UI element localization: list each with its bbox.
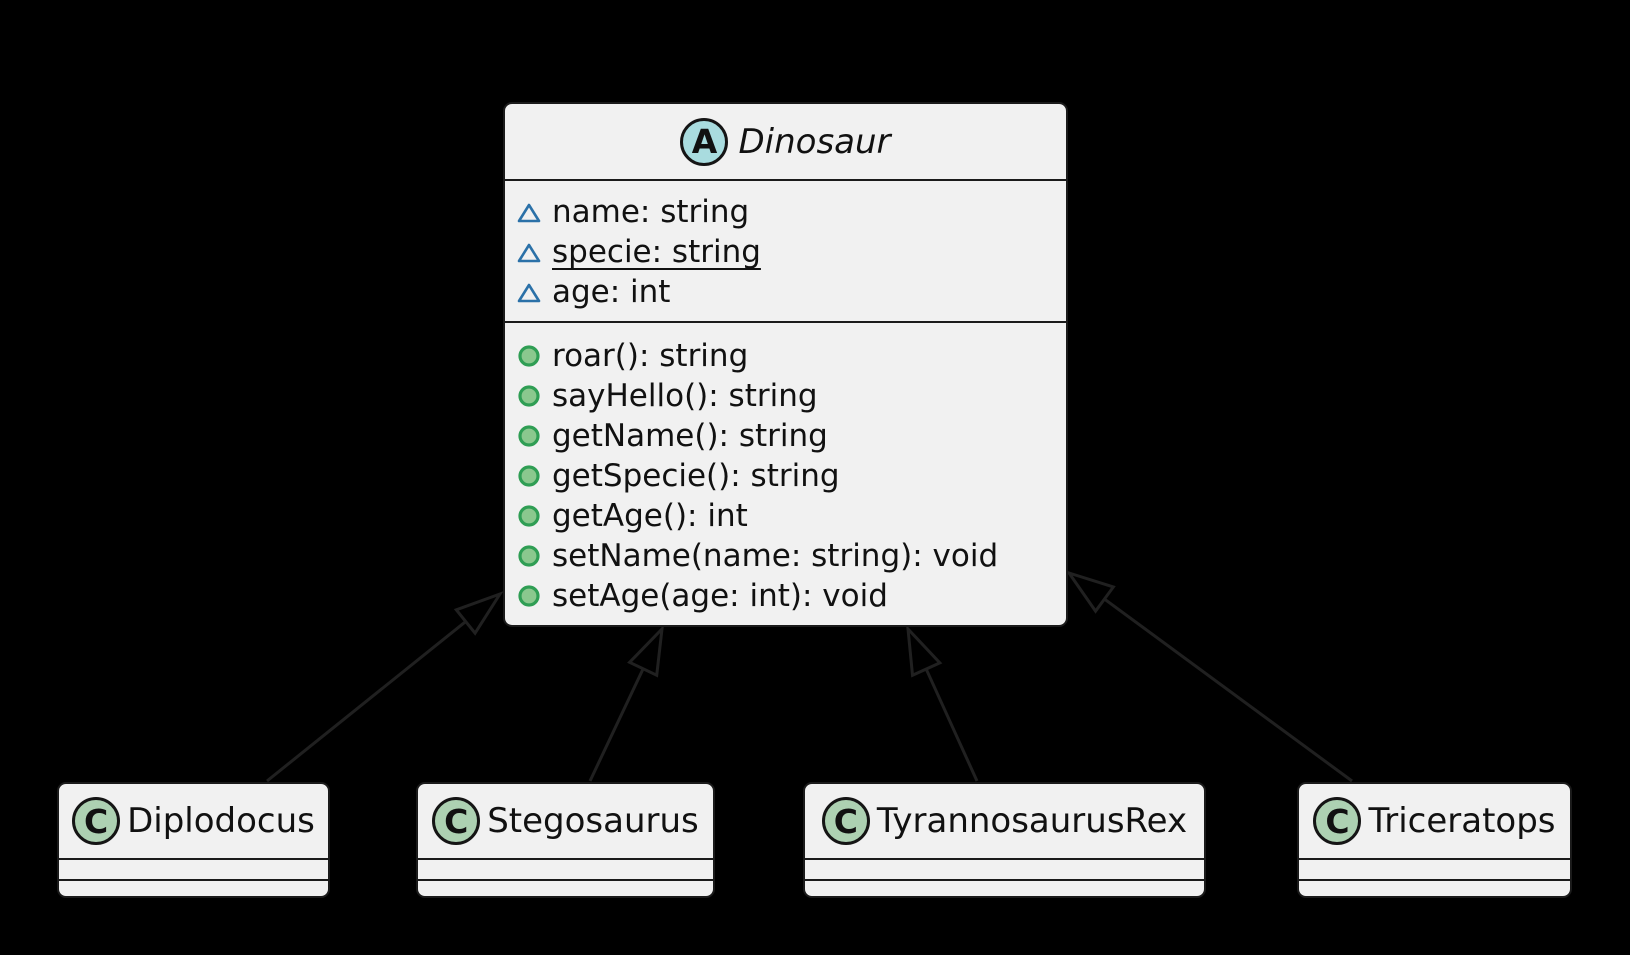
method-text: sayHello(): string: [552, 378, 818, 414]
method-row: getName(): string: [505, 416, 1066, 456]
class-header-diplodocus: C Diplodocus: [59, 784, 328, 860]
inheritance-arrowhead-icon: [627, 624, 664, 678]
public-method-circle-icon: [518, 425, 540, 447]
class-header-tyrannosaurusrex: C TyrannosaurusRex: [805, 784, 1204, 860]
public-method-circle-icon: [518, 465, 540, 487]
field-row: name: string: [505, 192, 1066, 232]
field-text-static: specie: string: [552, 234, 761, 270]
methods-section: roar(): string sayHello(): string getNam…: [505, 323, 1066, 616]
class-box-diplodocus: C Diplodocus: [57, 782, 330, 898]
class-title-dinosaur: Dinosaur: [738, 121, 891, 162]
class-header-triceratops: C Triceratops: [1299, 784, 1570, 860]
inheritance-arrowhead-icon: [453, 591, 504, 636]
inheritance-edge-line: [924, 668, 979, 782]
method-row: sayHello(): string: [505, 376, 1066, 416]
public-method-circle-icon: [518, 585, 540, 607]
empty-methods-section: [59, 881, 328, 900]
class-badge-icon: C: [72, 797, 121, 845]
inheritance-edge-line: [588, 668, 645, 782]
fields-section: name: string specie: string age: int: [505, 181, 1066, 323]
protected-field-triangle-icon: [517, 283, 541, 302]
abstract-badge-icon: A: [680, 117, 729, 166]
protected-field-triangle-icon: [517, 203, 541, 222]
empty-methods-section: [418, 881, 713, 900]
public-method-circle-icon: [518, 545, 540, 567]
class-header-dinosaur: A Dinosaur: [505, 104, 1066, 181]
class-badge-icon: C: [432, 797, 481, 845]
class-box-tyrannosaurusrex: C TyrannosaurusRex: [803, 782, 1206, 898]
inheritance-arrowhead-icon: [1065, 570, 1116, 614]
class-header-stegosaurus: C Stegosaurus: [418, 784, 713, 860]
field-text: age: int: [552, 274, 671, 310]
empty-fields-section: [805, 860, 1204, 881]
method-row: roar(): string: [505, 336, 1066, 376]
method-text: getSpecie(): string: [552, 458, 840, 494]
class-box-dinosaur: A Dinosaur name: string specie: string: [503, 102, 1068, 627]
empty-fields-section: [1299, 860, 1570, 881]
class-box-stegosaurus: C Stegosaurus: [416, 782, 715, 898]
method-row: getSpecie(): string: [505, 456, 1066, 496]
class-title-diplodocus: Diplodocus: [127, 801, 315, 841]
field-text: name: string: [552, 194, 750, 230]
protected-field-triangle-icon: [517, 243, 541, 262]
empty-methods-section: [1299, 881, 1570, 900]
class-badge-icon: C: [821, 797, 870, 845]
inheritance-edge-line: [266, 620, 467, 783]
empty-methods-section: [805, 881, 1204, 900]
field-row: specie: string: [505, 232, 1066, 272]
class-title-stegosaurus: Stegosaurus: [487, 801, 699, 841]
method-row: setName(name: string): void: [505, 536, 1066, 576]
class-title-tyrannosaurusrex: TyrannosaurusRex: [876, 801, 1188, 841]
empty-fields-section: [418, 860, 713, 881]
method-text: getAge(): int: [552, 498, 748, 534]
inheritance-edge-line: [1103, 597, 1353, 783]
public-method-circle-icon: [518, 385, 540, 407]
method-text: setName(name: string): void: [552, 538, 999, 574]
inheritance-arrowhead-icon: [906, 624, 943, 678]
public-method-circle-icon: [518, 505, 540, 527]
public-method-circle-icon: [518, 345, 540, 367]
class-badge-icon: C: [1313, 797, 1362, 845]
method-text: setAge(age: int): void: [552, 578, 888, 614]
method-text: roar(): string: [552, 338, 749, 374]
class-box-triceratops: C Triceratops: [1297, 782, 1572, 898]
class-title-triceratops: Triceratops: [1368, 801, 1556, 841]
field-row: age: int: [505, 272, 1066, 312]
empty-fields-section: [59, 860, 328, 881]
method-text: getName(): string: [552, 418, 828, 454]
method-row: getAge(): int: [505, 496, 1066, 536]
method-row: setAge(age: int): void: [505, 576, 1066, 616]
